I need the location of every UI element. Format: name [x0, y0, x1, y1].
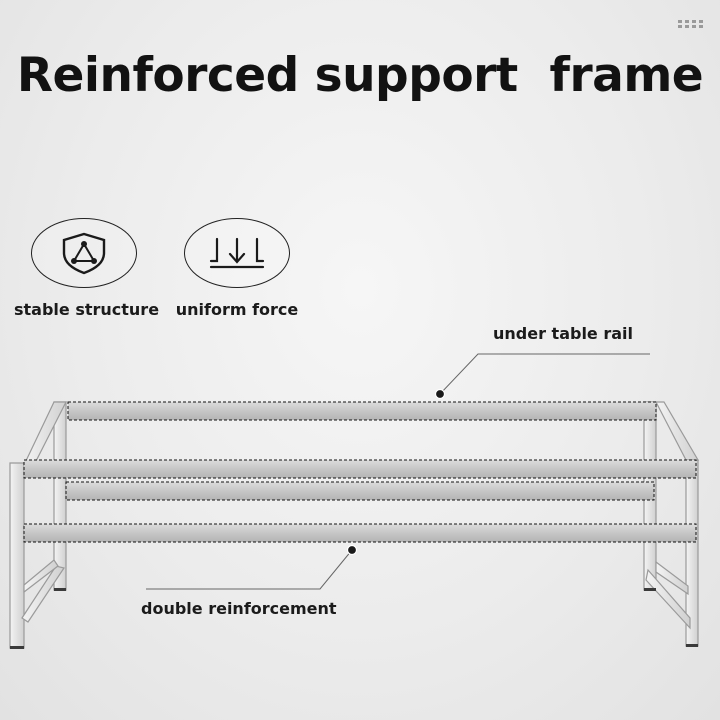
callout-dot-bottom [346, 544, 358, 556]
page-title: Reinforced support frame [16, 48, 704, 103]
feature-label: uniform force [175, 300, 299, 319]
callout-dot-top [434, 388, 446, 400]
callout-leader-bottom [146, 549, 353, 590]
feature-label: stable structure [14, 300, 160, 319]
feature-stable-structure: stable structure [14, 218, 160, 319]
leg-feet [10, 588, 698, 649]
downward-force-icon [209, 237, 265, 269]
feature-uniform-force: uniform force [168, 218, 306, 319]
callout-leader-top [439, 353, 650, 395]
feature-badge [184, 218, 290, 288]
callout-under-table-rail: under table rail [493, 324, 634, 343]
shield-triangle-icon [62, 232, 106, 275]
corner-dots-icon [678, 20, 703, 28]
rail-top-front [23, 459, 697, 479]
callout-double-reinforcement: double reinforcement [141, 599, 337, 618]
rail-top-back [67, 401, 657, 421]
rail-bottom-back [65, 481, 655, 501]
feature-badge [31, 218, 137, 288]
rail-bottom-front [23, 523, 697, 543]
